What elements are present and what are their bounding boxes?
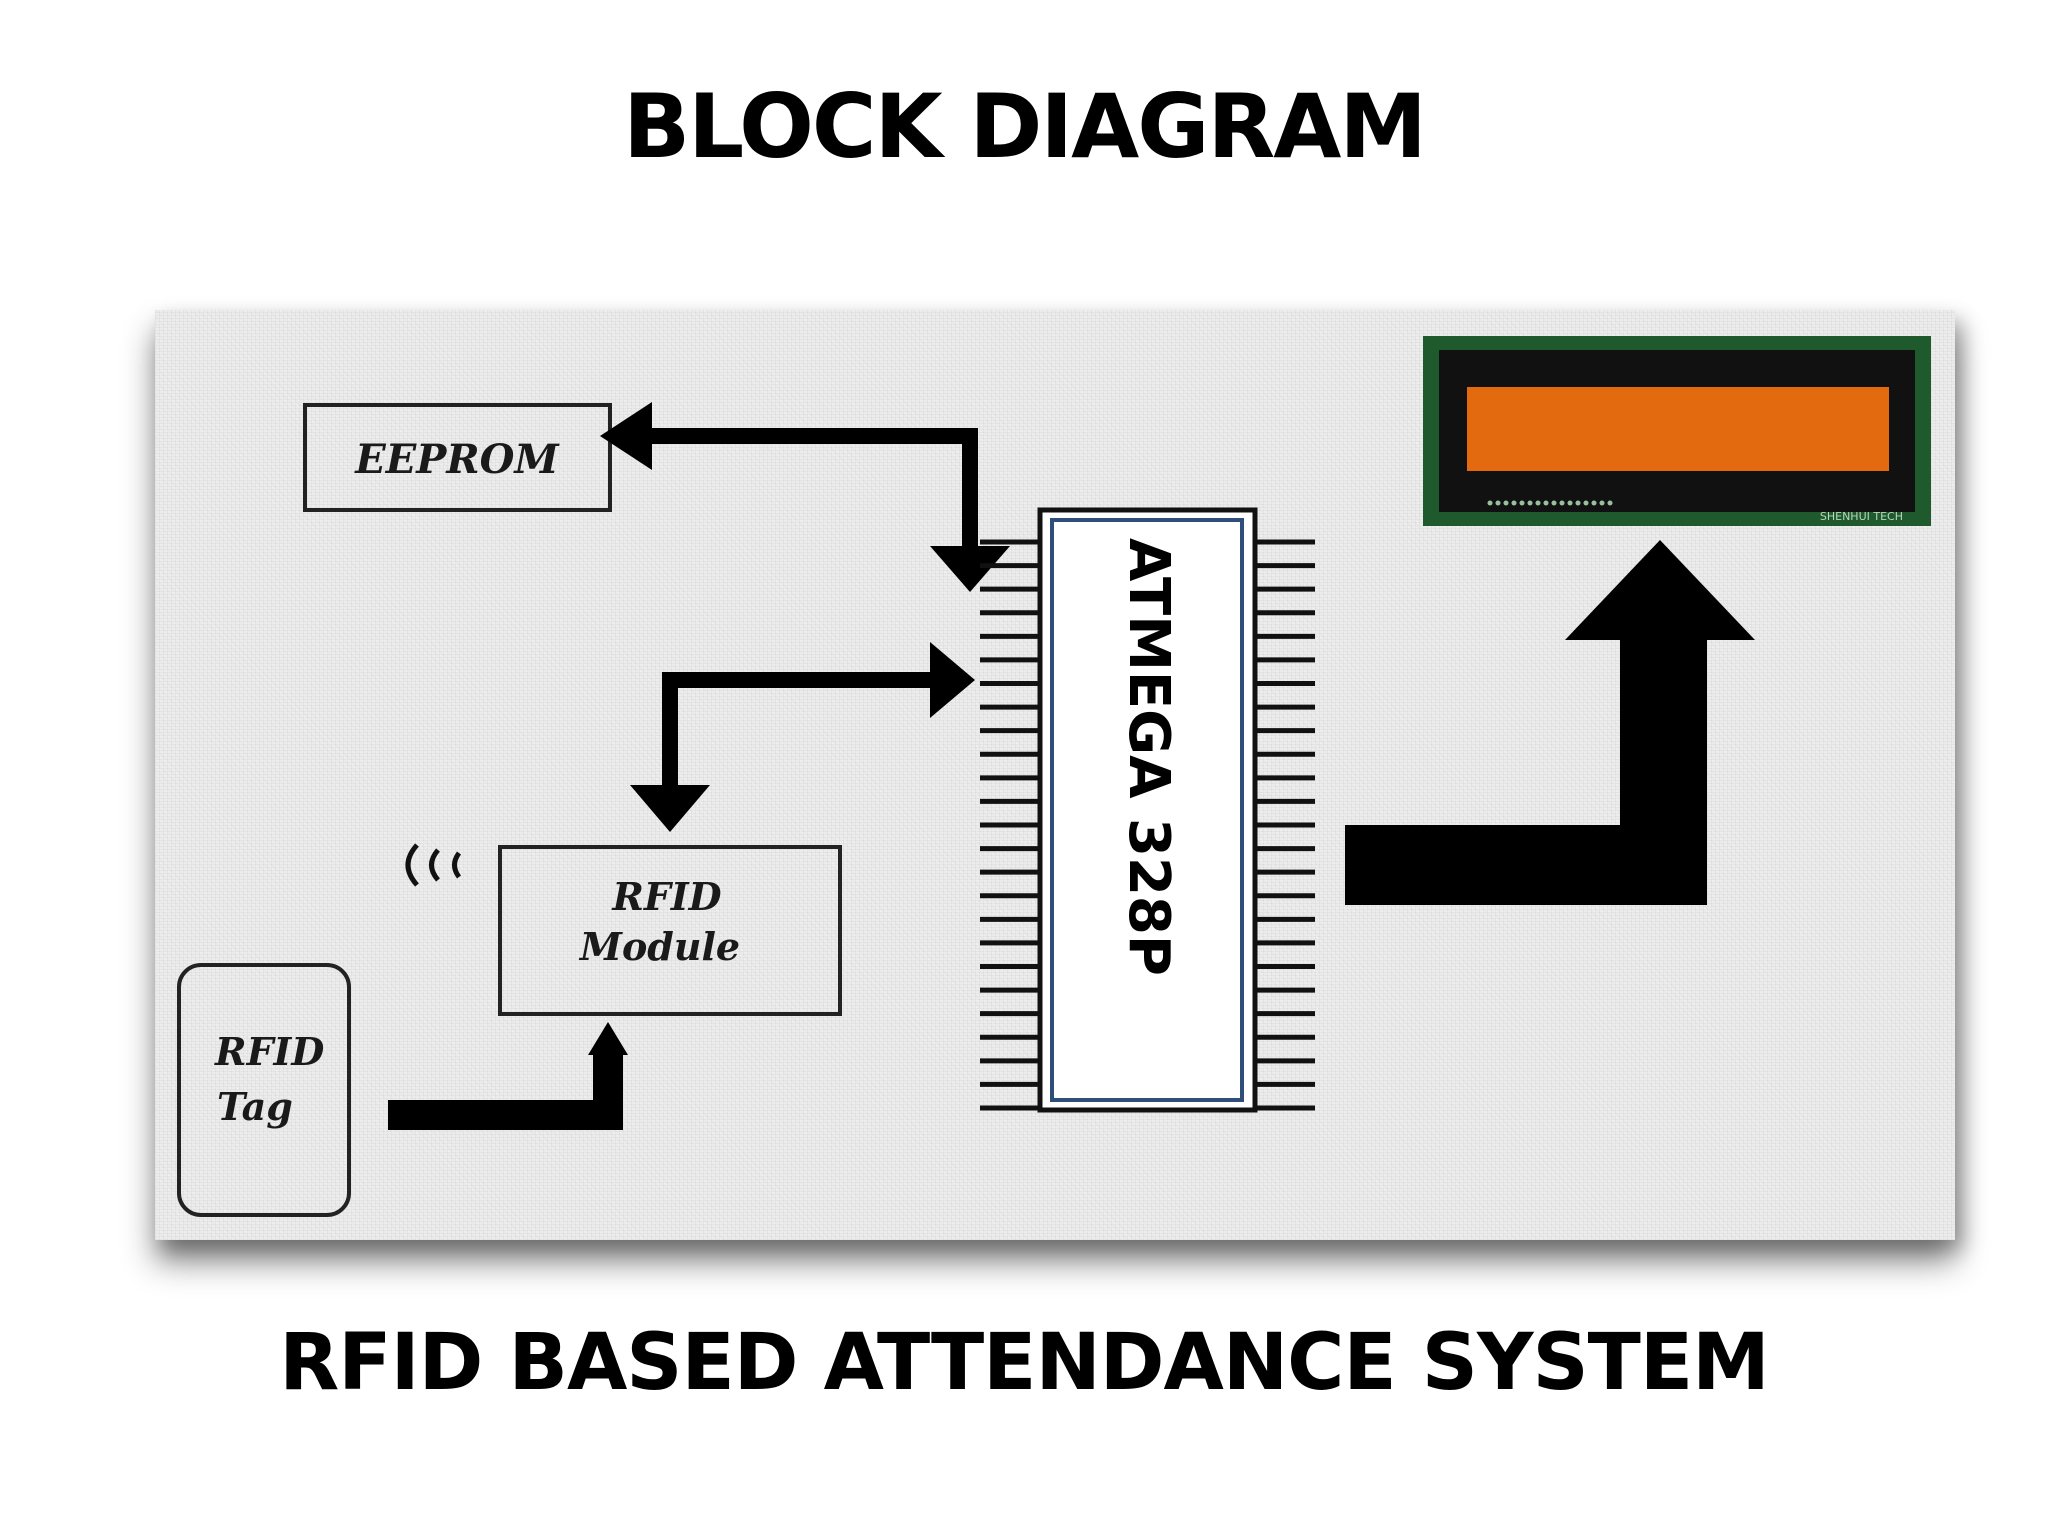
block-diagram: EEPROM RFID (177, 336, 1931, 1217)
rfid-tag-block: RFID Tag (177, 963, 351, 1217)
lcd-pin-dot (1511, 500, 1517, 506)
lcd-pin-dot (1519, 500, 1525, 506)
mcu-chip: ATMEGA 328P (1037, 507, 1258, 1113)
arrow-rfid-mcu (630, 642, 975, 832)
arrow-mcu-lcd-shape (1345, 540, 1755, 905)
lcd-pin-dot (1487, 500, 1493, 506)
eeprom-block: EEPROM (303, 403, 612, 512)
arrow-mcu-lcd (1345, 540, 1755, 905)
arrow-eeprom-mcu (600, 402, 1010, 592)
rfid-tag-label-line2: Tag (217, 1084, 293, 1129)
eeprom-label: EEPROM (354, 436, 560, 483)
lcd-pin-dot (1599, 500, 1605, 506)
lcd-pin-dot (1503, 500, 1509, 506)
slide-title: BLOCK DIAGRAM (623, 75, 1427, 178)
lcd-pin-dot (1551, 500, 1557, 506)
lcd-pin-dot (1583, 500, 1589, 506)
arrow-rfid-head (630, 785, 710, 832)
lcd-pin-dot (1535, 500, 1541, 506)
arrow-tag-module (388, 1022, 628, 1130)
lcd-pin-dot (1607, 500, 1613, 506)
mcu-inner-border (1050, 518, 1244, 1102)
mcu-pins (980, 539, 1315, 1111)
arrow-rfid-mcu-line (662, 672, 933, 800)
rfid-module-label-line2: Module (578, 924, 740, 969)
lcd-pin-dots (1487, 500, 1613, 506)
arrow-eeprom-mcu-line (650, 428, 978, 550)
lcd-pin-dot (1559, 500, 1565, 506)
diagram-panel: EEPROM RFID (155, 310, 1955, 1240)
arrow-mcu-head-top (930, 546, 1010, 592)
arrow-eeprom-head (600, 402, 652, 470)
lcd-pcb-text: SHENHUI TECH (1820, 510, 1903, 523)
lcd-pin-dot (1495, 500, 1501, 506)
lcd-pin-dot (1543, 500, 1549, 506)
eeprom-box (303, 403, 612, 512)
rfid-module-block: RFID Module (498, 845, 842, 1016)
lcd-pin-dot (1591, 500, 1597, 506)
lcd-pin-dot (1575, 500, 1581, 506)
arrow-mcu-head-mid (930, 642, 975, 718)
arrow-tag-module-head (588, 1022, 628, 1055)
rfid-tag-box (177, 963, 351, 1217)
rfid-tag-label-line1: RFID (214, 1029, 324, 1074)
lcd-screen (1467, 387, 1889, 471)
mcu-label: ATMEGA 328P (1116, 538, 1181, 976)
rfid-module-box (498, 845, 842, 1016)
lcd-pin-dot (1527, 500, 1533, 506)
slide-subtitle: RFID BASED ATTENDANCE SYSTEM (279, 1318, 1770, 1408)
wireless-wave-icon (405, 843, 462, 887)
lcd-module: SHENHUI TECH (1423, 336, 1931, 526)
arrow-tag-module-line (388, 1048, 623, 1130)
rfid-module-label-line1: RFID (611, 874, 721, 919)
lcd-pin-dot (1567, 500, 1573, 506)
